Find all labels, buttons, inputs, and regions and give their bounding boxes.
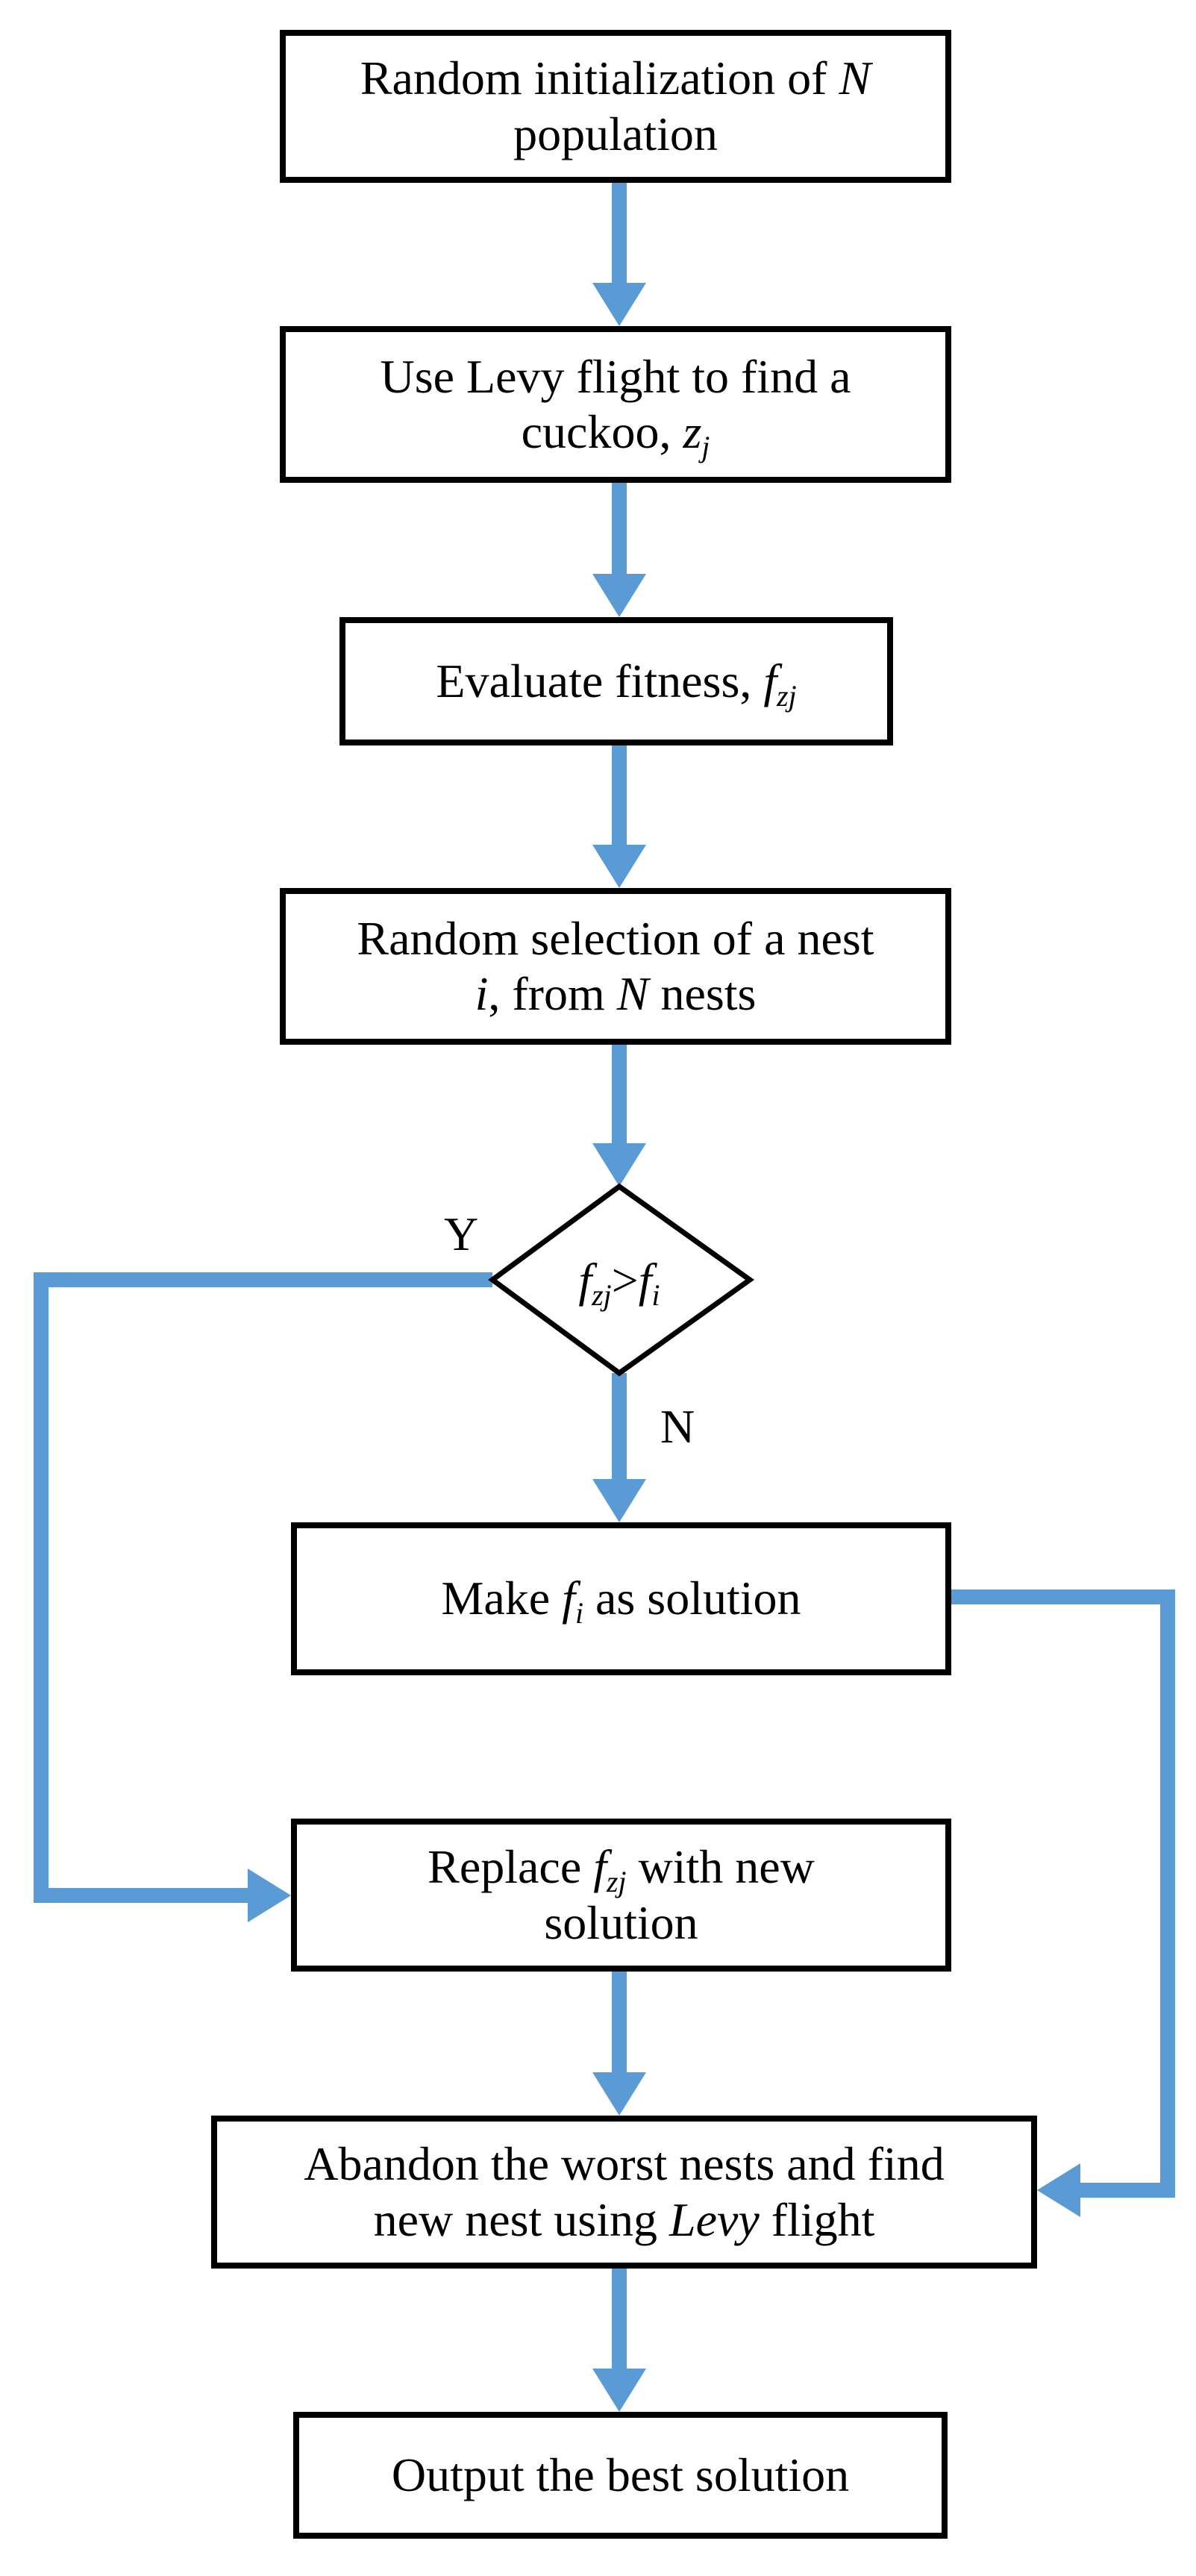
arrow-abandon-to-output-head xyxy=(592,2369,646,2412)
step-evaluate-sub: zj xyxy=(777,679,797,713)
step-replace-sub: zj xyxy=(607,1866,627,1899)
step-random-selection: Random selection of a nest i, from N nes… xyxy=(280,888,951,1045)
step-make-var: f xyxy=(562,1572,575,1625)
step-make-prefix: Make xyxy=(441,1572,551,1625)
step-output-best-solution: Output the best solution xyxy=(293,2412,948,2539)
arrow-levy-to-evaluate-head xyxy=(592,574,646,617)
step-select-var-i: i xyxy=(475,967,489,1020)
step-random-initialization: Random initialization of N population xyxy=(280,30,951,183)
arrow-select-to-decision-head xyxy=(592,1143,646,1187)
arrow-yes-branch-head xyxy=(248,1869,291,1922)
arrow-make-to-abandon-head xyxy=(1037,2163,1080,2217)
step-select-line1: Random selection of a nest xyxy=(357,911,874,965)
step-make-solution: Make fi as solution xyxy=(291,1522,951,1675)
step-init-line2: population xyxy=(513,107,718,160)
step-init-line1: Random initialization of xyxy=(360,51,827,105)
decision-diamond xyxy=(488,1183,755,1377)
step-levy-line2-prefix: cuckoo, xyxy=(521,405,671,458)
step-abandon-line2-suffix: flight xyxy=(771,2192,875,2246)
arrow-yes-branch xyxy=(34,1272,492,1903)
step-make-sub: i xyxy=(574,1597,583,1631)
step-abandon-line1: Abandon the worst nests and find xyxy=(304,2137,945,2191)
step-abandon-var: Levy xyxy=(669,2192,760,2246)
step-select-suffix: nests xyxy=(660,967,757,1020)
step-evaluate-var: f xyxy=(763,654,777,707)
step-replace-suffix: with new xyxy=(638,1840,815,1894)
arrow-replace-to-abandon-head xyxy=(592,2072,646,2116)
step-output-label: Output the best solution xyxy=(391,2448,850,2501)
step-replace-solution: Replace fzj with new solution xyxy=(291,1819,951,1972)
step-levy-sub: j xyxy=(701,430,710,463)
step-make-suffix: as solution xyxy=(595,1572,801,1625)
decision-operator: > xyxy=(611,1254,639,1307)
step-evaluate-prefix: Evaluate fitness, xyxy=(436,654,752,707)
decision-sub-a: zj xyxy=(592,1278,612,1312)
decision-var-b: f xyxy=(638,1254,652,1307)
step-replace-line2: solution xyxy=(544,1895,698,1949)
step-evaluate-fitness: Evaluate fitness, fzj xyxy=(339,617,893,745)
arrow-make-to-abandon xyxy=(951,1589,1175,2198)
arrow-init-to-levy-head xyxy=(592,283,646,326)
decision-var-a: f xyxy=(578,1254,592,1307)
decision-condition: fzj>fi xyxy=(552,1254,686,1310)
step-abandon-line2-prefix: new nest using xyxy=(373,2192,657,2246)
arrow-decision-to-make-head xyxy=(592,1479,646,1522)
step-replace-var: f xyxy=(593,1840,607,1894)
step-levy-var: z xyxy=(683,405,702,458)
step-select-var-n: N xyxy=(616,967,649,1020)
step-select-mid: , from xyxy=(488,967,605,1020)
step-replace-prefix: Replace xyxy=(428,1840,582,1894)
arrow-evaluate-to-select-head xyxy=(592,845,646,888)
step-abandon-worst-nests: Abandon the worst nests and find new nes… xyxy=(211,2116,1037,2269)
branch-no-label: N xyxy=(660,1400,695,1453)
step-levy-flight: Use Levy flight to find a cuckoo, zj xyxy=(280,326,951,483)
step-init-var: N xyxy=(839,51,871,105)
branch-yes-label: Y xyxy=(444,1207,479,1260)
step-levy-line1: Use Levy flight to find a xyxy=(380,349,851,403)
decision-sub-b: i xyxy=(651,1278,660,1312)
